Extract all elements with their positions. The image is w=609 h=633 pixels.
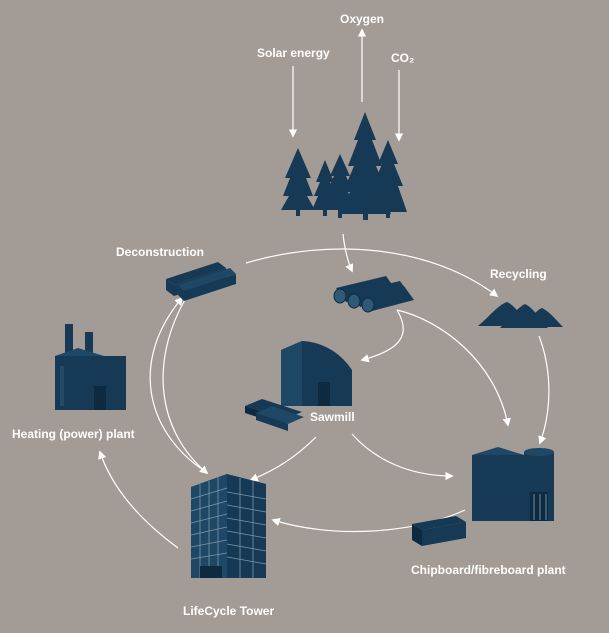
stacked-timber-icon — [166, 262, 236, 301]
sawdust-piles-icon — [478, 302, 563, 328]
logs-to-sawmill-arrow — [360, 309, 404, 363]
tower-to-deconstruction-arrow-outer — [149, 296, 204, 471]
chipboard-to-tower-arrow — [271, 509, 466, 533]
sawmill-building-icon — [281, 341, 352, 406]
heating-plant-label: Heating (power) plant — [12, 427, 135, 441]
solar-energy-label: Solar energy — [257, 46, 330, 60]
sawmill-to-tower-arrow — [249, 436, 317, 482]
logs-to-chipboard-arrow — [396, 309, 511, 427]
recycling-to-chipboard-arrow — [538, 335, 550, 445]
deconstruction-to-tower-arrow-inner — [162, 297, 209, 475]
tower-building-icon — [190, 474, 267, 578]
oxygen-label: Oxygen — [340, 12, 385, 26]
deconstruction-label: Deconstruction — [116, 245, 205, 259]
power-plant-icon — [55, 324, 126, 410]
lumber-stack-icon — [245, 399, 304, 431]
sawmill-label: Sawmill — [310, 410, 355, 424]
chipboard-panel-icon — [412, 516, 466, 546]
forest-to-logs-arrow — [342, 233, 354, 273]
recycling-label: Recycling — [490, 267, 547, 281]
flow-arrows — [98, 28, 550, 549]
sawmill-to-chipboard-arrow — [351, 433, 454, 481]
chipboard-plant-label: Chipboard/fibreboard plant — [411, 563, 566, 577]
deconstruction-to-recycling-arrow — [245, 248, 499, 298]
co2-label: CO₂ — [391, 51, 415, 65]
lifecycle-tower-label: LifeCycle Tower — [183, 604, 275, 618]
forest-icon — [281, 112, 407, 220]
tower-to-heating-arrow — [98, 450, 179, 549]
logs-icon — [333, 276, 414, 313]
chipboard-factory-icon — [472, 447, 554, 521]
